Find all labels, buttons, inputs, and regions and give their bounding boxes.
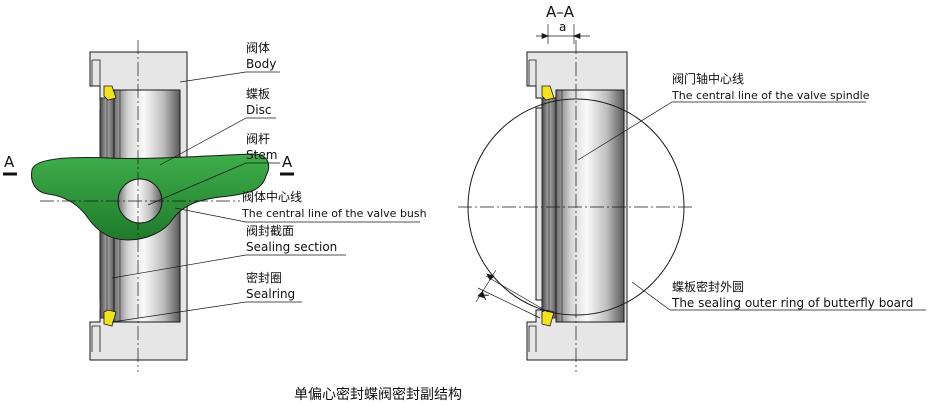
- label-disc-cn: 蝶板: [246, 86, 270, 101]
- left-labels: 阀体 Body 蝶板 Disc 阀杆 Stem 阀体中心线 The centra…: [241, 41, 427, 301]
- label-bush-centerline-en: The central line of the valve bush: [241, 207, 427, 220]
- section-title-aa: A–A: [546, 3, 575, 21]
- label-sealring-en: Sealring: [246, 287, 295, 301]
- dimension-x-label: X: [477, 288, 492, 302]
- right-labels: 阀门轴中心线 The central line of the valve spi…: [671, 71, 913, 310]
- left-leader-lines: [111, 71, 420, 323]
- label-body-cn: 阀体: [246, 41, 270, 55]
- figure-caption: 单偏心密封蝶阀密封副结构: [294, 386, 462, 403]
- label-body-en: Body: [246, 57, 276, 71]
- body-step-top: [91, 59, 101, 86]
- label-sealing-outer-ring-en: The sealing outer ring of butterfly boar…: [671, 296, 913, 310]
- right-view: A–A a: [458, 3, 926, 372]
- dimension-x: [475, 269, 549, 319]
- label-spindle-centerline-cn: 阀门轴中心线: [672, 71, 744, 86]
- label-sealing-section-cn: 阀封截面: [246, 224, 294, 238]
- seal-ring-yellow-top: [103, 85, 117, 101]
- right-leader-lines: [577, 101, 926, 311]
- label-sealring-cn: 密封圈: [246, 270, 282, 285]
- seal-ring-yellow-right-top: [541, 85, 555, 101]
- body-right-step-top: [528, 59, 537, 86]
- label-stem-en: Stem: [246, 148, 277, 162]
- label-spindle-centerline-en: The central line of the valve spindle: [671, 89, 870, 102]
- label-bush-centerline-cn: 阀体中心线: [242, 189, 302, 204]
- label-stem-cn: 阀杆: [246, 132, 270, 146]
- disc-cylinder-right: [555, 89, 625, 323]
- label-sealing-section-en: Sealing section: [246, 240, 337, 254]
- body-step-bottom: [91, 325, 101, 352]
- left-view: A A 阀体 Body 蝶板 Disc 阀杆 Stem 阀体中心线 The ce…: [3, 40, 427, 372]
- section-label-right: A: [282, 153, 293, 171]
- dimension-a-label: a: [559, 20, 566, 34]
- label-disc-en: Disc: [246, 103, 271, 117]
- body-right-step-bottom: [528, 325, 537, 352]
- dimension-a: [536, 24, 590, 44]
- label-sealing-outer-ring-cn: 蝶板密封外圆: [672, 279, 744, 294]
- section-label-left: A: [4, 153, 15, 171]
